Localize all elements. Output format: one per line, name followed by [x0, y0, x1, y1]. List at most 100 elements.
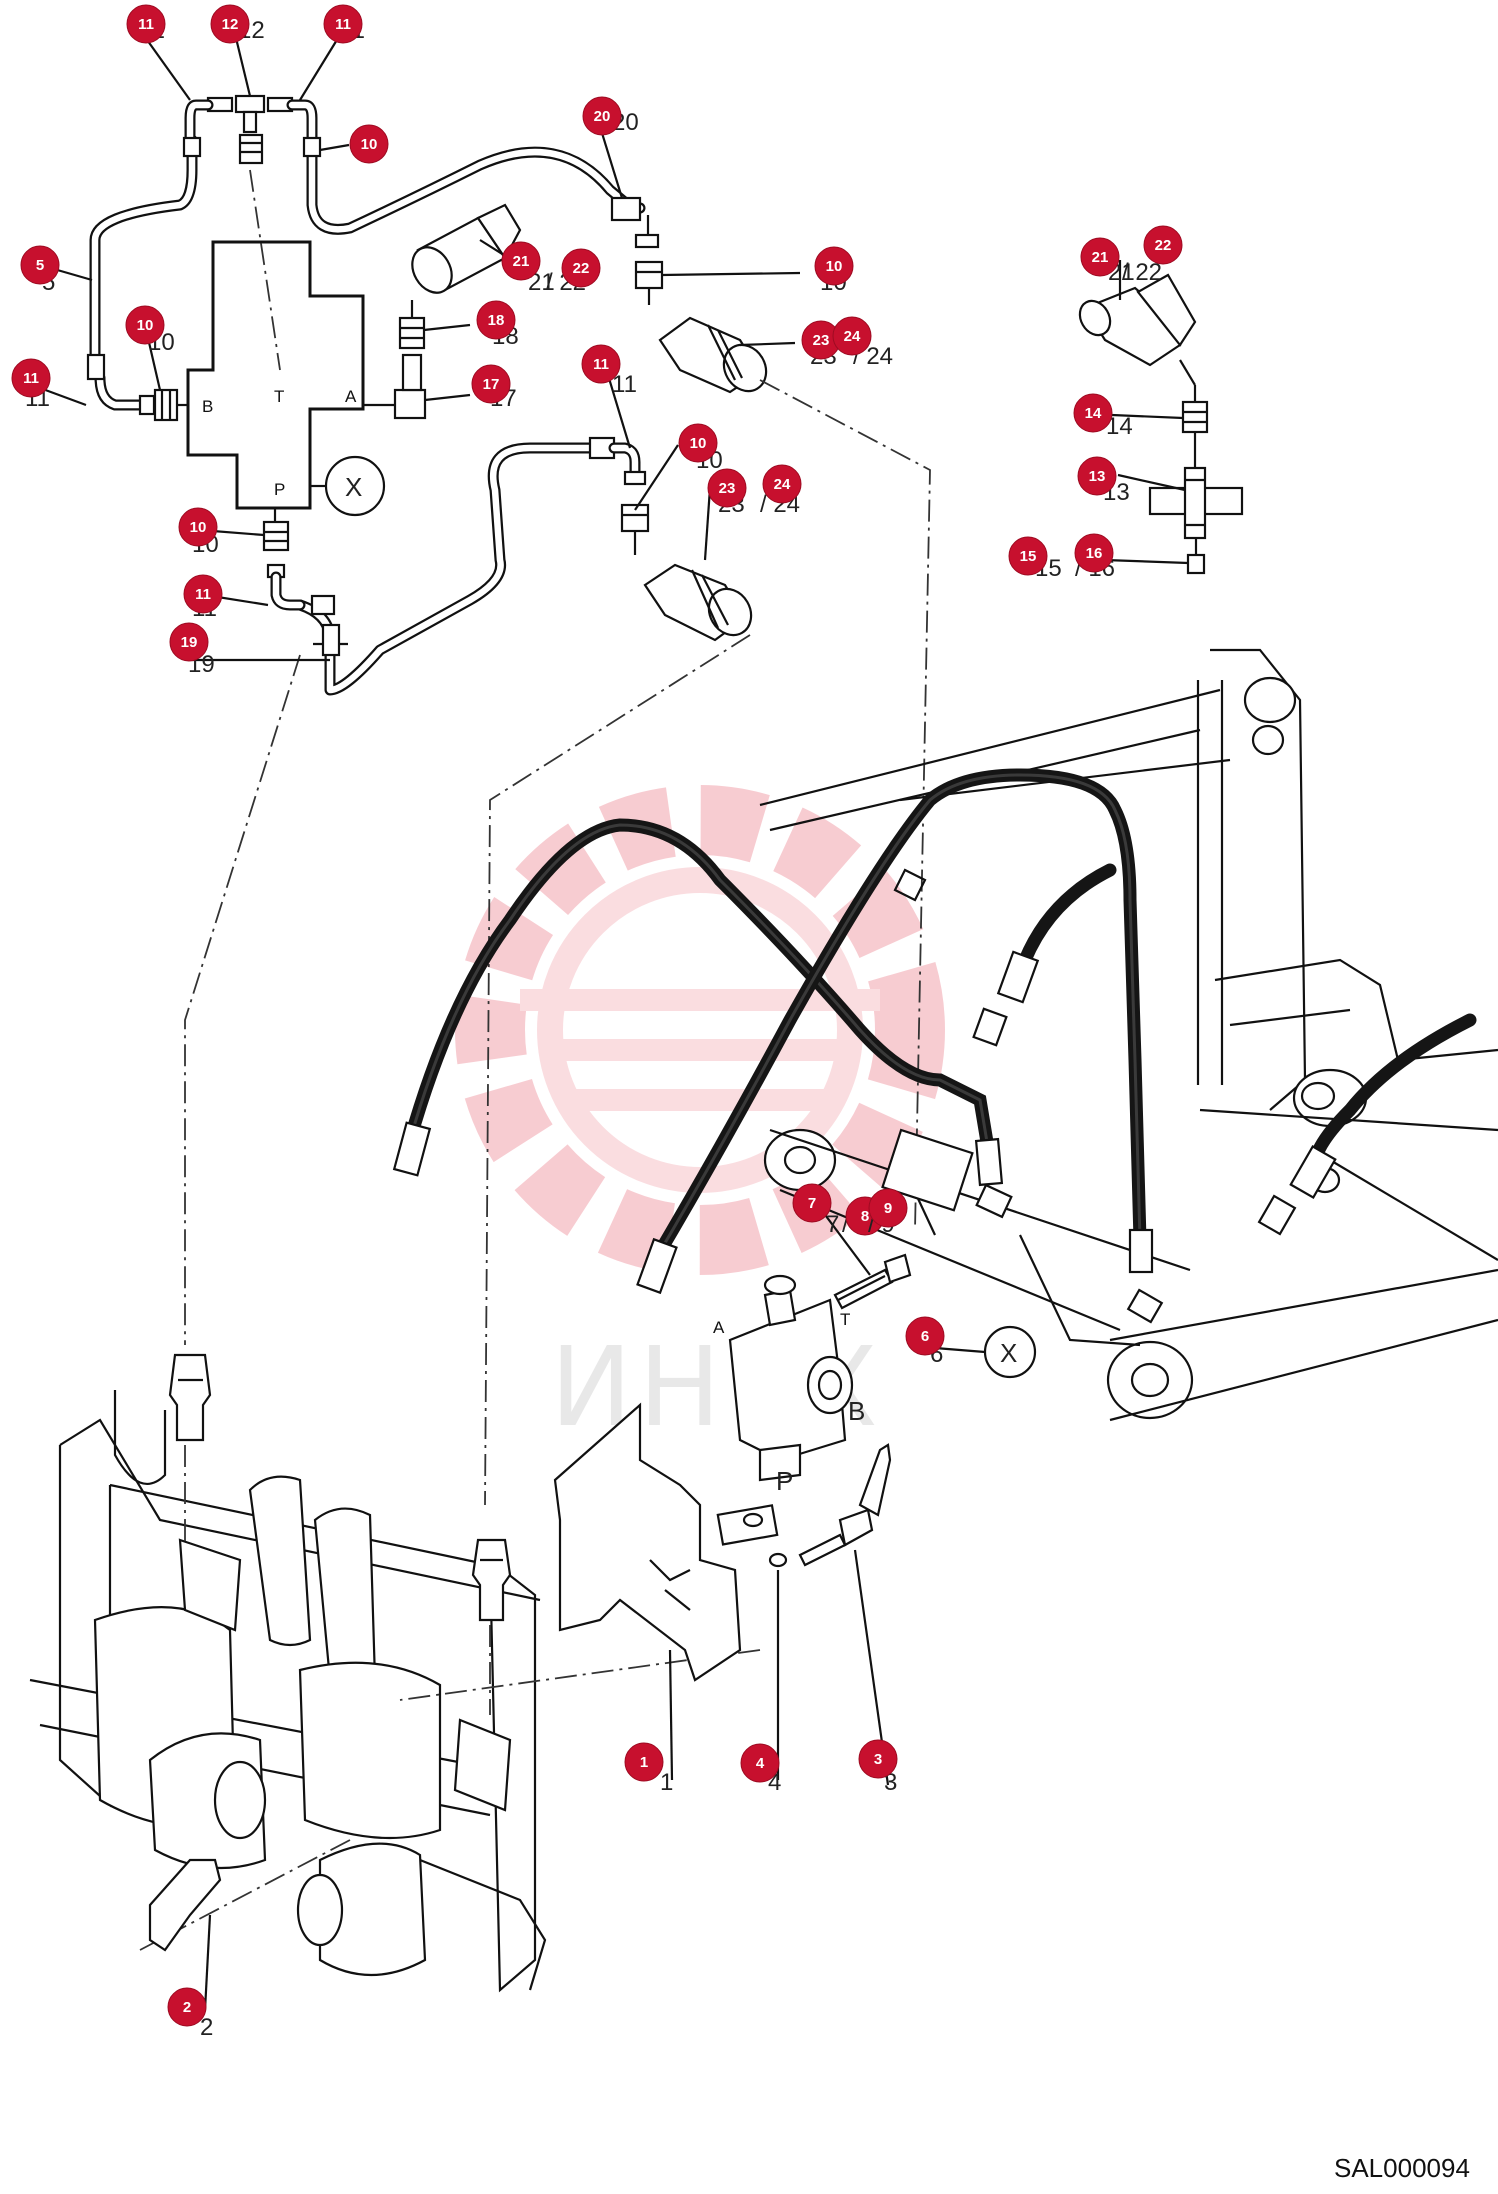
- hose-arm-upper: [1018, 863, 1117, 967]
- callout-number: 19: [181, 634, 198, 651]
- callout-badge: [169, 622, 209, 662]
- callout-number: 5: [36, 257, 44, 274]
- washer-4: [768, 1552, 788, 1568]
- callout-badge: [349, 124, 389, 164]
- valve-mounting-bracket: [553, 1402, 742, 1682]
- detail-13-16: [1078, 273, 1244, 575]
- loader-arm: [759, 648, 1498, 1422]
- callout-number: 4: [756, 1755, 765, 1772]
- quick-hitch-frame: [29, 1353, 761, 1993]
- callout-number: 11: [138, 16, 154, 33]
- callout-label: 2: [200, 2014, 213, 2041]
- callout-badge: [561, 248, 601, 288]
- callout-number: 17: [483, 376, 500, 393]
- callout-badge: [20, 245, 60, 285]
- callout-number: 15: [1020, 548, 1037, 565]
- schematic-adapter-10-b: [153, 388, 179, 422]
- callout-number: 24: [844, 328, 861, 345]
- callout-6: 66: [905, 1316, 945, 1368]
- callout-number: 12: [222, 16, 239, 33]
- callout-number: 9: [884, 1200, 892, 1217]
- hitch-adapter-right: [471, 1538, 512, 1622]
- callout-number: 11: [195, 586, 211, 603]
- callout-badge: [11, 358, 51, 398]
- hoses: [392, 768, 1477, 1324]
- callout-badge: [183, 574, 223, 614]
- callout-badge: [501, 241, 541, 281]
- callout-number: 10: [361, 136, 378, 153]
- selector-valve-assembly: A T B P X: [148, 1253, 1037, 1952]
- hitch-handle-2: [148, 1858, 222, 1952]
- callout-3: 33: [858, 1739, 898, 1796]
- hose-end-fitting: [392, 1121, 432, 1177]
- callout-number: 23: [719, 480, 736, 497]
- callout-1: 11: [624, 1742, 673, 1796]
- valve-port-p: P: [776, 1466, 793, 1496]
- callout-badge: [178, 507, 218, 547]
- lever-stud: [798, 1533, 847, 1567]
- schematic-elbow-17: [393, 388, 427, 420]
- callout-2: 22: [167, 1987, 213, 2041]
- valve-port-t: T: [840, 1310, 850, 1329]
- callouts: 11111212111110102020552121/ 222210101010…: [11, 4, 1183, 2041]
- callout-label: 1: [660, 1769, 673, 1796]
- valve-lever-3: [858, 1443, 892, 1517]
- schematic-port-p: P: [274, 480, 285, 499]
- callout-number: 23: [813, 332, 830, 349]
- schematic-adapter-10-right: [634, 260, 664, 290]
- callout-number: 2: [183, 1999, 191, 2016]
- callout-number: 10: [690, 435, 707, 452]
- callout-badge: [624, 1742, 664, 1782]
- valve-port-b: B: [848, 1396, 865, 1426]
- detail-adapter-14: [1181, 400, 1209, 434]
- callout-5: 55: [20, 245, 60, 296]
- callout-number: 24: [774, 476, 791, 493]
- callout-number: 1: [640, 1754, 648, 1771]
- callout-number: 11: [593, 356, 609, 373]
- callout-badge: [323, 4, 363, 44]
- callout-label: / 22: [1122, 259, 1162, 286]
- callout-badge: [582, 96, 622, 136]
- callout-number: 6: [921, 1328, 929, 1345]
- callout-badge: [707, 468, 747, 508]
- selector-valve: [728, 1298, 847, 1462]
- schematic-adapter-18: [398, 316, 426, 350]
- callout-badge: [762, 464, 802, 504]
- schematic-port-x: X: [345, 472, 362, 502]
- callout-number: 8: [861, 1208, 869, 1225]
- callout-number: 18: [488, 312, 505, 329]
- detail-nut-15: [1186, 553, 1206, 575]
- callout-7: 77: [792, 1183, 839, 1238]
- schematic-valve-block: [186, 240, 365, 510]
- callout-23: 2323: [707, 468, 747, 518]
- callout-number: 3: [874, 1751, 882, 1768]
- callout-badge: [1077, 456, 1117, 496]
- callout-badge: [476, 300, 516, 340]
- callout-badge: [905, 1316, 945, 1356]
- callout-badge: [210, 4, 250, 44]
- callout-badge: [1008, 536, 1048, 576]
- schematic-port-b: B: [202, 397, 213, 416]
- valve-port-a: A: [713, 1318, 725, 1337]
- callout-number: 21: [1092, 249, 1109, 266]
- hitch-manifold-left: [178, 1538, 242, 1632]
- callout-badge: [125, 305, 165, 345]
- callout-badge: [858, 1739, 898, 1779]
- hitch-adapter-left: [168, 1353, 212, 1442]
- callout-badge: [167, 1987, 207, 2027]
